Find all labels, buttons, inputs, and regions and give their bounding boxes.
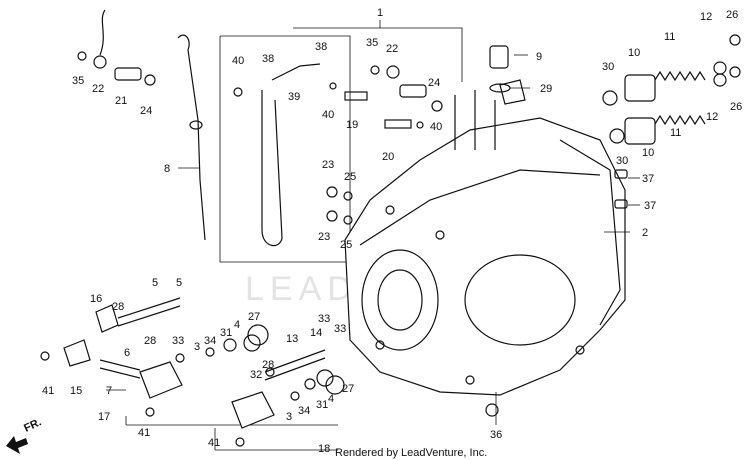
callout-18: 18 [318,443,330,455]
callout-35b: 35 [72,75,84,87]
callout-3: 3 [194,341,200,353]
callout-22: 22 [386,43,398,55]
breather-tube [233,63,321,247]
footer-text: Rendered by LeadVenture, Inc. [335,447,487,459]
callout-36: 36 [490,429,502,441]
sensor-right [329,65,443,129]
callout-29: 29 [540,83,552,95]
callout-27b: 27 [342,383,354,395]
callout-25b: 25 [340,239,352,251]
callout-35: 35 [366,37,378,49]
callout-33b: 33 [318,313,330,325]
callout-5b: 5 [176,277,182,289]
callout-33c: 33 [334,323,346,335]
accumulator-springs [602,34,741,209]
callout-4b: 4 [328,393,334,405]
callout-9: 9 [536,51,542,63]
callout-28c: 28 [262,359,274,371]
callout-16: 16 [90,293,102,305]
callout-41b: 41 [138,427,150,439]
callout-38b: 38 [315,41,327,53]
front-direction-arrow: FR. [6,416,43,454]
callout-26b: 26 [730,101,742,113]
callout-labels: 1 35 22 24 9 29 40 38 38 39 40 19 20 40 … [42,7,742,455]
callout-12: 12 [700,11,712,23]
callout-4: 4 [234,319,240,331]
callout-6: 6 [124,347,130,359]
callout-40b: 40 [322,109,334,121]
callout-28b: 28 [144,335,156,347]
callout-24: 24 [428,77,440,89]
callout-37b: 37 [644,200,656,212]
callout-30b: 30 [616,155,628,167]
callout-34: 34 [204,335,216,347]
callout-17: 17 [98,411,110,423]
callout-8: 8 [164,163,170,175]
callout-30: 30 [602,61,614,73]
valve-bodies [40,304,345,447]
callout-5: 5 [152,277,158,289]
callout-31b: 31 [316,399,328,411]
callout-26: 26 [726,9,738,21]
callout-3b: 3 [286,411,292,423]
callout-31: 31 [220,327,232,339]
callout-34b: 34 [298,405,310,417]
callout-23: 23 [322,159,334,171]
callout-41c: 41 [208,437,220,449]
callout-10: 10 [628,47,640,59]
leader-lines [106,54,640,425]
callout-7: 7 [106,385,112,397]
callout-12b: 12 [706,111,718,123]
shift-rods [117,297,326,381]
callout-28: 28 [112,301,124,313]
sensor-wire-left [77,9,156,86]
callout-10b: 10 [642,147,654,159]
drain-bolt [485,403,499,417]
callout-21: 21 [115,95,127,107]
callout-14: 14 [310,327,322,339]
callout-40c: 40 [430,121,442,133]
dipstick [177,34,206,241]
front-label: FR. [22,416,43,434]
callout-1: 1 [377,7,383,19]
bolts-washers [326,186,353,225]
callout-13: 13 [286,333,298,345]
callout-11b: 11 [670,127,681,139]
callout-24b: 24 [140,105,152,117]
callout-33: 33 [172,335,184,347]
callout-11: 11 [664,31,675,43]
callout-25: 25 [344,171,356,183]
callout-40: 40 [232,55,244,67]
callout-22b: 22 [92,83,104,95]
callout-37: 37 [642,173,654,185]
callout-39: 39 [288,91,300,103]
callout-15: 15 [70,385,82,397]
callout-38: 38 [262,53,274,65]
callout-27: 27 [248,311,260,323]
callout-23b: 23 [318,231,330,243]
transmission-case [344,79,626,396]
callout-2: 2 [642,227,648,239]
callout-19: 19 [346,119,358,131]
callout-41: 41 [42,385,54,397]
callout-32: 32 [250,369,262,381]
callout-20: 20 [382,151,394,163]
